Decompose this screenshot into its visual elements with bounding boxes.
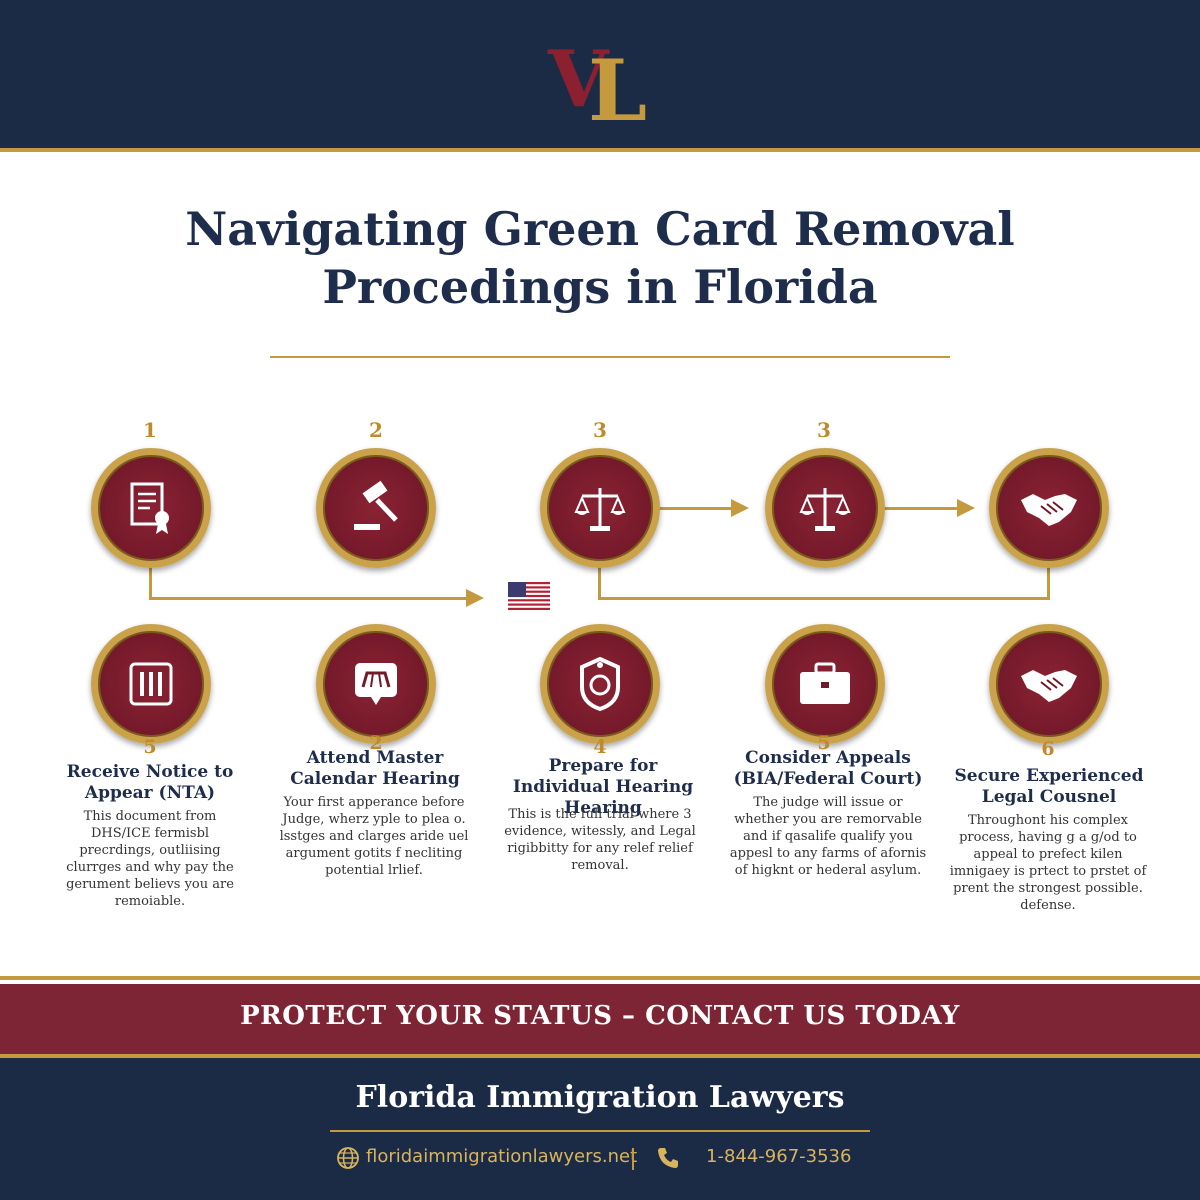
firm-logo: V L — [547, 34, 647, 128]
arrow-right-icon — [957, 499, 975, 517]
step-title: Consider Appeals (BIA/Federal Court) — [733, 748, 923, 789]
connector-line — [658, 507, 732, 510]
badge-icon — [540, 624, 660, 744]
footer-divider — [330, 1130, 870, 1132]
step-title: Attend Master Calendar Hearing — [290, 748, 460, 789]
step-number-top-3: 3 — [593, 418, 607, 442]
step-title: Prepare for Individual Hearing Hearing — [512, 756, 694, 818]
step-number-top-1: 1 — [143, 418, 157, 442]
handshake-icon — [989, 448, 1109, 568]
step-number: 4 — [593, 736, 607, 758]
connector-line — [598, 597, 1050, 600]
connector-line — [149, 566, 152, 600]
title-line-2: Procedings in Florida — [322, 260, 878, 314]
step-number: 5 — [817, 732, 831, 754]
step-number-top-2: 2 — [369, 418, 383, 442]
cta-text: PROTECT YOUR STATUS – CONTACT US TODAY — [240, 1001, 960, 1031]
connector-line — [1047, 566, 1050, 600]
step-title: Secure Experienced Legal Cousnel — [954, 766, 1144, 807]
step-number-top-4: 3 — [817, 418, 831, 442]
gavel-icon — [316, 448, 436, 568]
briefcase-icon — [765, 624, 885, 744]
cta-banner — [0, 984, 1200, 1054]
arrow-right-icon — [466, 589, 484, 607]
step-number: 5 — [143, 736, 157, 758]
connector-line — [149, 597, 467, 600]
handshake-icon — [989, 624, 1109, 744]
svg-text:L: L — [588, 41, 647, 128]
step-number: 2 — [369, 732, 383, 754]
cta-gold-rule — [0, 976, 1200, 980]
scales-icon — [765, 448, 885, 568]
courthouse-pillars-icon — [91, 624, 211, 744]
footer-gold-rule — [0, 1054, 1200, 1058]
title-divider — [270, 356, 950, 358]
footer — [0, 1058, 1200, 1200]
title-line-1: Navigating Green Card Removal — [185, 202, 1015, 256]
arrow-right-icon — [731, 499, 749, 517]
phone-icon — [658, 1148, 678, 1168]
header-gold-rule — [0, 148, 1200, 152]
contact-separator — [632, 1148, 634, 1170]
us-flag-icon — [508, 582, 550, 610]
website-link[interactable]: floridaimmigrationlawyers.net — [366, 1146, 638, 1167]
svg-text:V: V — [547, 34, 610, 125]
connector-line — [598, 566, 601, 600]
step-description: This document from DHS/ICE fermisbl prec… — [66, 809, 234, 909]
step-description: The judge will issue or whether you are … — [729, 795, 927, 878]
scales-icon — [540, 448, 660, 568]
speech-bubble-icon — [316, 624, 436, 744]
step-title: Receive Notice to Appear (NTA) — [66, 762, 234, 803]
header-bar — [0, 0, 1200, 148]
firm-name: Florida Immigration Lawyers — [355, 1080, 845, 1115]
connector-line — [882, 507, 958, 510]
phone-link[interactable]: 1-844-967-3536 — [706, 1146, 852, 1167]
step-description: Throughont his complex process, having g… — [949, 813, 1147, 913]
globe-icon — [337, 1147, 359, 1169]
page-title: Navigating Green Card Removal Procedings… — [100, 200, 1100, 316]
step-description: This is the full trial where 3 evidence,… — [504, 807, 696, 873]
step-number: 6 — [1041, 738, 1055, 760]
step-description: Your first apperance before Judge, wherz… — [279, 795, 469, 878]
document-certificate-icon — [91, 448, 211, 568]
